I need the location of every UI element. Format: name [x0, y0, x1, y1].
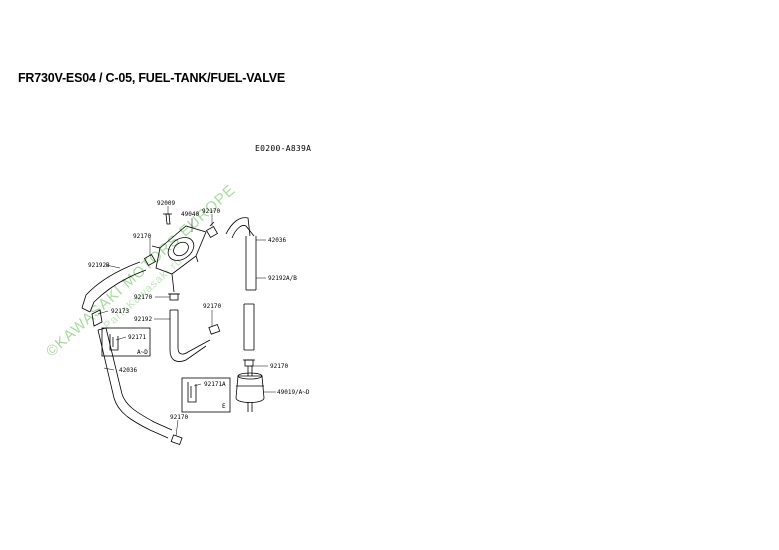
clip-92173[interactable]	[91, 309, 103, 327]
clamp-92170-left[interactable]	[143, 253, 157, 267]
inset-92171A	[181, 377, 231, 413]
label-92171A-note: E	[222, 403, 226, 410]
clamp-92170-right[interactable]	[243, 359, 255, 367]
label-92170-bottom: 92170	[170, 414, 188, 421]
label-92171: 92171	[128, 334, 146, 341]
label-92170-left: 92170	[133, 233, 151, 240]
label-42036-left: 42036	[119, 367, 137, 374]
label-92192AB: 92192A/B	[268, 275, 297, 282]
label-92192B: 92192B	[88, 262, 110, 269]
label-92192: 92192	[134, 316, 152, 323]
leader-lines	[97, 206, 276, 437]
fuel-valve-49040[interactable]	[151, 225, 207, 293]
label-92173: 92173	[111, 308, 129, 315]
hose-42036-right[interactable]	[225, 217, 257, 291]
screw-92009[interactable]	[163, 213, 172, 225]
fuel-filter-49019[interactable]	[235, 366, 265, 412]
label-49019: 49019/A~D	[277, 389, 310, 396]
clamp-92170-center[interactable]	[208, 324, 221, 335]
inset-92171	[101, 327, 151, 357]
label-92009: 92009	[157, 200, 175, 207]
hose-92192[interactable]	[169, 309, 211, 362]
page-title: FR730V-ES04 / C-05, FUEL-TANK/FUEL-VALVE	[18, 71, 286, 85]
label-92170-top: 92170	[202, 208, 220, 215]
hose-92192B[interactable]	[81, 261, 147, 313]
hose-42036-left[interactable]	[97, 327, 173, 439]
label-49040: 49040	[181, 211, 199, 218]
label-92171A: 92171A	[204, 381, 226, 388]
label-92170-right: 92170	[270, 363, 288, 370]
label-42036-right: 42036	[268, 237, 286, 244]
hose-92192AB-lower[interactable]	[243, 303, 255, 351]
label-92170-center: 92170	[203, 303, 221, 310]
label-92170-mid: 92170	[134, 294, 152, 301]
label-92171-note: A~D	[137, 349, 148, 356]
clamp-92170-bottom[interactable]	[170, 434, 183, 446]
drawing-code: E0200-A839A	[255, 144, 312, 153]
